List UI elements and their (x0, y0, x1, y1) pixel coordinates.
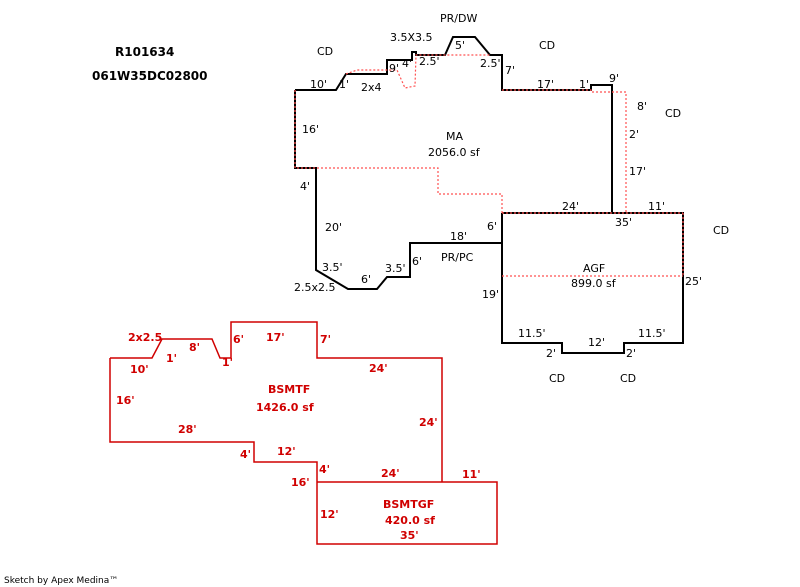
dim: 6' (361, 273, 371, 286)
basement-dimensions: 17' 7' 6' 8' 1' 1' 10' 24' 16' 28' 24' 4… (116, 331, 481, 542)
dim: 2' (629, 128, 639, 141)
dim: 1' (222, 356, 233, 369)
dim: 7' (320, 333, 331, 346)
dim: 28' (178, 423, 197, 436)
dim: 16' (291, 476, 310, 489)
garage-sf: 899.0 sf (571, 277, 617, 290)
cd-label-2: CD (539, 39, 555, 52)
dim: 8' (189, 341, 200, 354)
dim: 24' (369, 362, 388, 375)
dim: 2' (546, 347, 556, 360)
bay-bottom-label: 2.5x2.5 (294, 281, 336, 294)
dim: 1' (166, 352, 177, 365)
dim: 25' (685, 275, 702, 288)
dim: 24' (381, 467, 400, 480)
dim: 2' (626, 347, 636, 360)
dotted-overlay (294, 54, 684, 277)
dim: 6' (233, 333, 244, 346)
dim: 5' (455, 39, 465, 52)
dim: 3.5' (385, 262, 406, 275)
dim: 17' (629, 165, 646, 178)
dim: 7' (505, 64, 515, 77)
dim: 12' (320, 508, 339, 521)
dim: 19' (482, 288, 499, 301)
bsmt-bay-label: 2x2.5 (128, 331, 162, 344)
dim: 8' (637, 100, 647, 113)
basement-garage-code: BSMTGF (383, 498, 434, 511)
dim: 20' (325, 221, 342, 234)
basement-sf: 1426.0 sf (256, 401, 314, 414)
dim: 35' (615, 216, 632, 229)
dim: 17' (266, 331, 285, 344)
cd-label-3: CD (665, 107, 681, 120)
dim: 4' (240, 448, 251, 461)
basement-outline (109, 321, 498, 545)
dim: 6' (412, 255, 422, 268)
cd-label-4: CD (713, 224, 729, 237)
sketch-credit: Sketch by Apex Medina™ (4, 576, 118, 586)
cd-label-1: CD (317, 45, 333, 58)
dim: 2.5' (419, 55, 440, 68)
cd-label-6: CD (620, 372, 636, 385)
dim: 9' (389, 62, 399, 75)
dim: 3.5' (322, 261, 343, 274)
main-area-sf: 2056.0 sf (428, 146, 481, 159)
dim: 6' (487, 220, 497, 233)
dim: 17' (537, 78, 554, 91)
basement-garage-sf: 420.0 sf (385, 514, 435, 527)
dim: 4' (300, 180, 310, 193)
dim: 4' (402, 57, 412, 70)
pr-dw-label: PR/DW (440, 12, 477, 25)
dim: 10' (310, 78, 327, 91)
parcel-id: R101634 (115, 45, 174, 59)
dim: 9' (609, 72, 619, 85)
dim: 11' (462, 468, 481, 481)
dim: 11' (648, 200, 665, 213)
main-floor-outline (294, 36, 684, 354)
garage-code: AGF (583, 262, 605, 275)
main-area-code: MA (446, 130, 463, 143)
dim: 11.5' (518, 327, 546, 340)
dim: 1' (579, 78, 589, 91)
dim: 11.5' (638, 327, 666, 340)
map-number: 061W35DC02800 (92, 69, 208, 83)
dim: 16' (116, 394, 135, 407)
pr-pc-label: PR/PC (441, 251, 474, 264)
dim: 1' (339, 78, 349, 91)
dim: 2.5' (480, 57, 501, 70)
dim: 12' (588, 336, 605, 349)
dim: 12' (277, 445, 296, 458)
dim: 18' (450, 230, 467, 243)
dim: 35' (400, 529, 419, 542)
main-dimensions: 10' 1' 9' 4' 2.5' 5' 2.5' 7' 17' 1' 9' 8… (300, 39, 702, 360)
dim: 10' (130, 363, 149, 376)
dim: 16' (302, 123, 319, 136)
bay-top-label: 3.5X3.5 (390, 31, 433, 44)
dim: 24' (562, 200, 579, 213)
cd-label-5: CD (549, 372, 565, 385)
basement-code: BSMTF (268, 383, 310, 396)
dim: 24' (419, 416, 438, 429)
dim: 4' (319, 463, 330, 476)
bay-side-label: 2x4 (361, 81, 382, 94)
